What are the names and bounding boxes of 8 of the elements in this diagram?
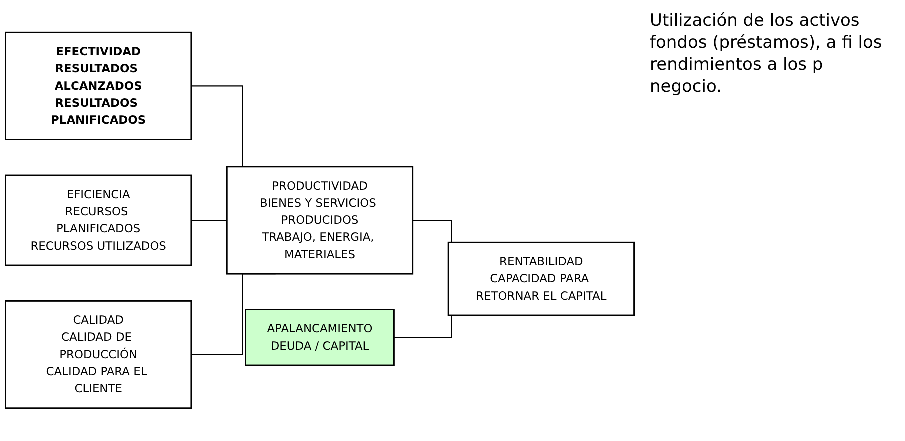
- node-box: EFICIENCIA RECURSOS PLANIFICADOS RECURSOS UTILIZADOS: [5, 174, 192, 266]
- connector: [191, 220, 228, 222]
- node-box: APALANCAMIENTO DEUDA / CAPITAL: [245, 309, 395, 366]
- note-text: Utilización de los activos fondos (préstamos), a fi los rendimientos a los p negocio.: [650, 10, 884, 98]
- node-box: EFECTIVIDAD RESULTADOS ALCANZADOS RESULTADOS PLANIFICADOS: [5, 32, 192, 140]
- node-box: RENTABILIDAD CAPACIDAD PARA RETORNAR EL CAPITAL: [448, 242, 635, 316]
- node-box: CALIDAD CALIDAD DE PRODUCCIÓN CALIDAD PARA EL CLIENTE: [5, 300, 192, 410]
- node-box: PRODUCTIVIDAD BIENES Y SERVICIOS PRODUCIDOS TRABAJO, ENERGIA, MATERIALES: [226, 166, 414, 275]
